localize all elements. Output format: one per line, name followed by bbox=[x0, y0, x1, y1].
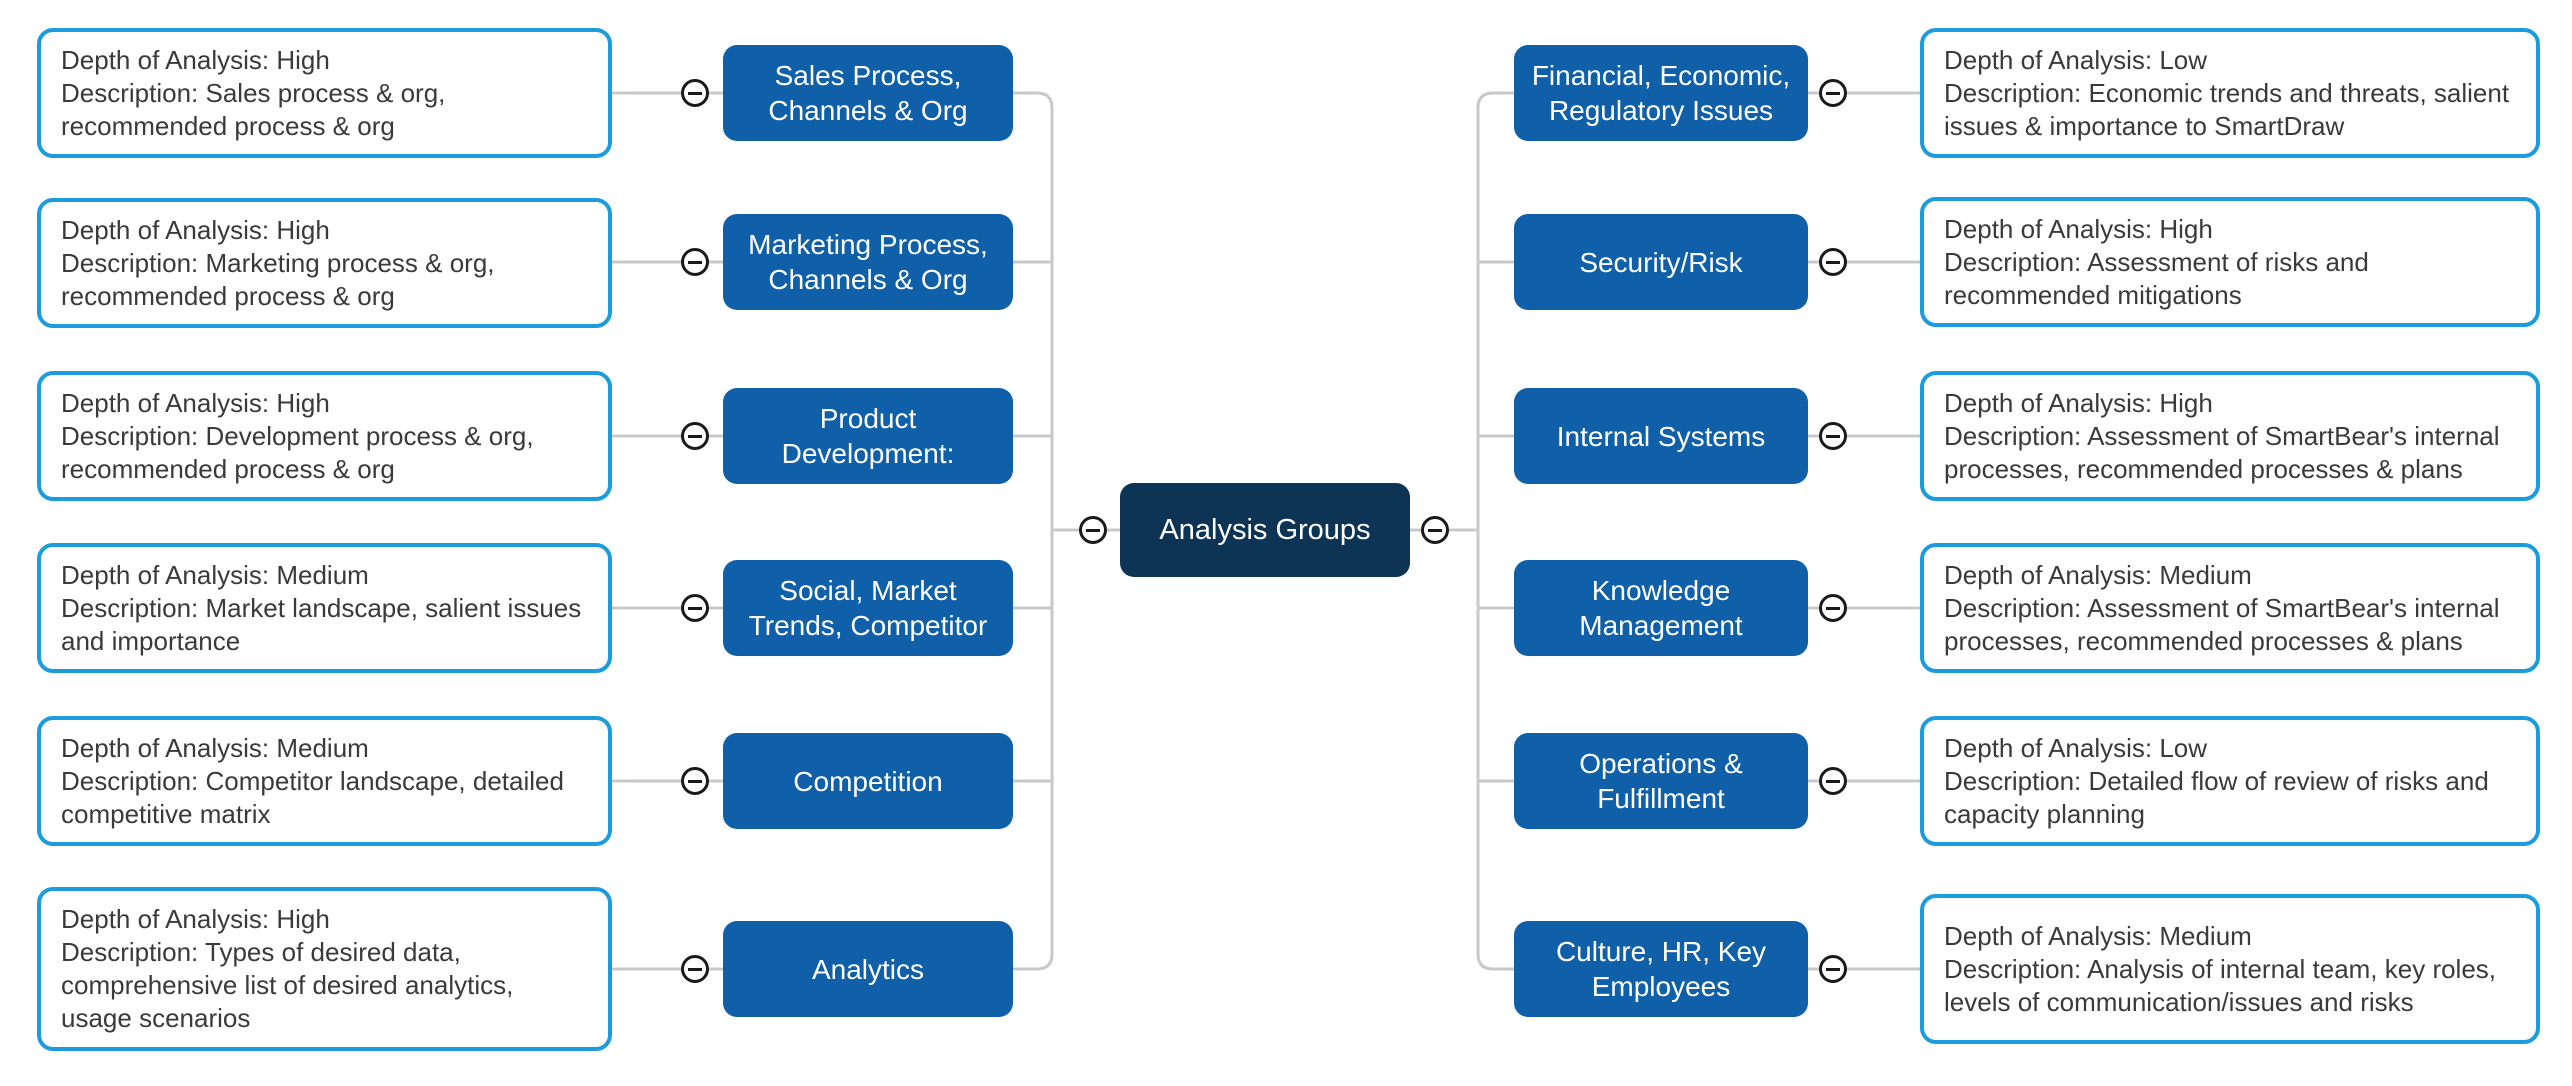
description-line: Description: Assessment of risks and rec… bbox=[1944, 246, 2369, 310]
detail-box-culture-hr[interactable]: Depth of Analysis: Medium Description: A… bbox=[1920, 894, 2540, 1044]
minus-icon bbox=[1826, 260, 1840, 264]
detail-box-sales[interactable]: Depth of Analysis: High Description: Sal… bbox=[37, 28, 612, 158]
minus-icon bbox=[1086, 528, 1100, 532]
depth-line: Depth of Analysis: Medium bbox=[1944, 559, 2252, 590]
depth-line: Depth of Analysis: Low bbox=[1944, 732, 2208, 763]
minus-icon bbox=[1826, 606, 1840, 610]
depth-line: Depth of Analysis: High bbox=[1944, 387, 2213, 418]
topic-node-internal-systems[interactable]: Internal Systems bbox=[1514, 388, 1808, 484]
topic-node-competition[interactable]: Competition bbox=[723, 733, 1013, 829]
detail-box-product-development[interactable]: Depth of Analysis: High Description: Dev… bbox=[37, 371, 612, 501]
detail-box-knowledge-management[interactable]: Depth of Analysis: Medium Description: A… bbox=[1920, 543, 2540, 673]
depth-line: Depth of Analysis: High bbox=[61, 387, 330, 418]
description-line: Description: Market landscape, salient i… bbox=[61, 592, 582, 656]
topic-node-culture-hr[interactable]: Culture, HR, Key Employees bbox=[1514, 921, 1808, 1017]
detail-box-social-market[interactable]: Depth of Analysis: Medium Description: M… bbox=[37, 543, 612, 673]
description-line: Description: Types of desired data, comp… bbox=[61, 937, 514, 1033]
detail-box-analytics[interactable]: Depth of Analysis: High Description: Typ… bbox=[37, 887, 612, 1051]
topic-node-financial[interactable]: Financial, Economic, Regulatory Issues bbox=[1514, 45, 1808, 141]
minus-icon bbox=[1826, 434, 1840, 438]
minus-icon bbox=[688, 606, 702, 610]
topic-node-knowledge-management[interactable]: Knowledge Management bbox=[1514, 560, 1808, 656]
depth-line: Depth of Analysis: Medium bbox=[61, 559, 369, 590]
detail-box-marketing[interactable]: Depth of Analysis: High Description: Mar… bbox=[37, 198, 612, 328]
collapse-button[interactable] bbox=[1819, 248, 1847, 276]
topic-node-sales[interactable]: Sales Process, Channels & Org bbox=[723, 45, 1013, 141]
depth-line: Depth of Analysis: Medium bbox=[1944, 920, 2252, 951]
collapse-button[interactable] bbox=[681, 767, 709, 795]
description-line: Description: Economic trends and threats… bbox=[1944, 77, 2510, 141]
depth-line: Depth of Analysis: High bbox=[61, 44, 330, 75]
topic-node-social-market[interactable]: Social, Market Trends, Competitor bbox=[723, 560, 1013, 656]
collapse-button[interactable] bbox=[1819, 422, 1847, 450]
depth-line: Depth of Analysis: High bbox=[1944, 213, 2213, 244]
minus-icon bbox=[688, 779, 702, 783]
depth-line: Depth of Analysis: Medium bbox=[61, 732, 369, 763]
collapse-button[interactable] bbox=[1819, 79, 1847, 107]
collapse-button-root-right[interactable] bbox=[1421, 516, 1449, 544]
collapse-button[interactable] bbox=[681, 955, 709, 983]
minus-icon bbox=[688, 91, 702, 95]
detail-box-security-risk[interactable]: Depth of Analysis: High Description: Ass… bbox=[1920, 197, 2540, 327]
minus-icon bbox=[1428, 528, 1442, 532]
collapse-button[interactable] bbox=[681, 594, 709, 622]
topic-node-analytics[interactable]: Analytics bbox=[723, 921, 1013, 1017]
topic-node-security-risk[interactable]: Security/Risk bbox=[1514, 214, 1808, 310]
topic-node-product-development[interactable]: Product Development: bbox=[723, 388, 1013, 484]
collapse-button[interactable] bbox=[681, 422, 709, 450]
description-line: Description: Assessment of SmartBear's i… bbox=[1944, 420, 2500, 484]
minus-icon bbox=[688, 260, 702, 264]
collapse-button[interactable] bbox=[1819, 594, 1847, 622]
detail-box-internal-systems[interactable]: Depth of Analysis: High Description: Ass… bbox=[1920, 371, 2540, 501]
minus-icon bbox=[1826, 91, 1840, 95]
collapse-button[interactable] bbox=[1819, 955, 1847, 983]
description-line: Description: Sales process & org, recomm… bbox=[61, 77, 446, 141]
description-line: Description: Marketing process & org, re… bbox=[61, 247, 495, 311]
detail-box-competition[interactable]: Depth of Analysis: Medium Description: C… bbox=[37, 716, 612, 846]
collapse-button-root-left[interactable] bbox=[1079, 516, 1107, 544]
detail-box-financial[interactable]: Depth of Analysis: Low Description: Econ… bbox=[1920, 28, 2540, 158]
description-line: Description: Development process & org, … bbox=[61, 420, 534, 484]
depth-line: Depth of Analysis: High bbox=[61, 214, 330, 245]
topic-node-marketing[interactable]: Marketing Process, Channels & Org bbox=[723, 214, 1013, 310]
collapse-button[interactable] bbox=[681, 79, 709, 107]
collapse-button[interactable] bbox=[1819, 767, 1847, 795]
description-line: Description: Assessment of SmartBear's i… bbox=[1944, 592, 2500, 656]
minus-icon bbox=[1826, 779, 1840, 783]
description-line: Description: Competitor landscape, detai… bbox=[61, 765, 564, 829]
root-node[interactable]: Analysis Groups bbox=[1120, 483, 1410, 577]
minus-icon bbox=[688, 967, 702, 971]
collapse-button[interactable] bbox=[681, 248, 709, 276]
description-line: Description: Analysis of internal team, … bbox=[1944, 953, 2497, 1017]
description-line: Description: Detailed flow of review of … bbox=[1944, 765, 2489, 829]
depth-line: Depth of Analysis: Low bbox=[1944, 44, 2208, 75]
topic-node-operations[interactable]: Operations & Fulfillment bbox=[1514, 733, 1808, 829]
depth-line: Depth of Analysis: High bbox=[61, 904, 330, 934]
detail-box-operations[interactable]: Depth of Analysis: Low Description: Deta… bbox=[1920, 716, 2540, 846]
minus-icon bbox=[688, 434, 702, 438]
minus-icon bbox=[1826, 967, 1840, 971]
